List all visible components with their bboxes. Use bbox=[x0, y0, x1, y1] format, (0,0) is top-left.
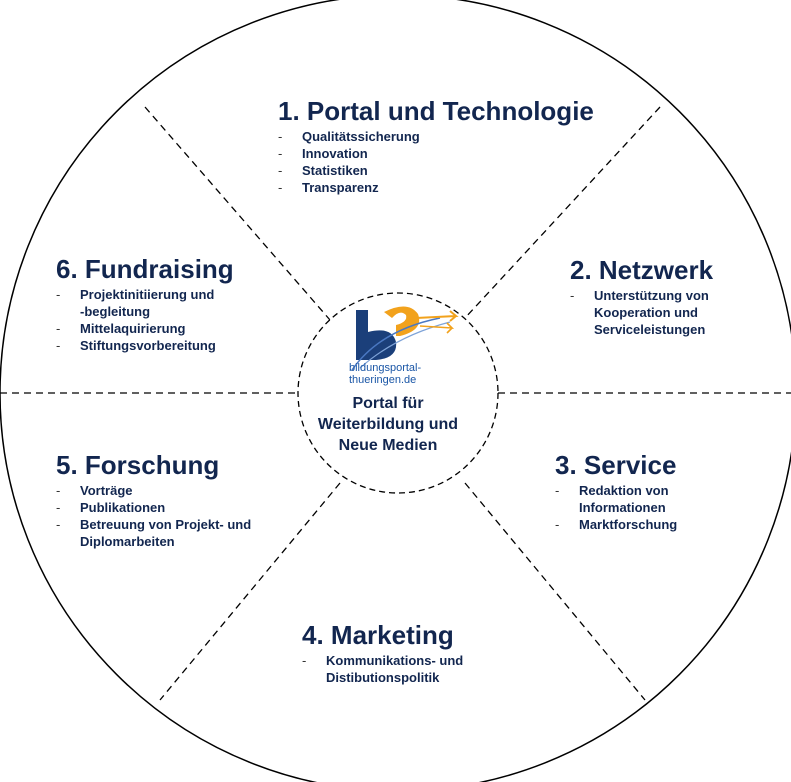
segment-title: 3. Service bbox=[555, 450, 677, 480]
divider-line-lower-right bbox=[464, 482, 646, 701]
segment-list: Qualitätssicherung Innovation Statistike… bbox=[278, 128, 594, 196]
segment-fundraising: 6. Fundraising Projektinitiierung und -b… bbox=[56, 254, 234, 354]
logo-swoosh bbox=[351, 317, 441, 371]
segment-marketing: 4. Marketing Kommunikations- und Distibu… bbox=[302, 620, 463, 686]
list-item: Redaktion von Informationen bbox=[555, 482, 677, 516]
segment-portal-technologie: 1. Portal und Technologie Qualitätssiche… bbox=[278, 96, 594, 196]
logo-swoosh-2 bbox=[359, 321, 451, 369]
segment-title: 2. Netzwerk bbox=[570, 255, 714, 285]
list-item: Vorträge bbox=[56, 482, 251, 499]
logo-text: bildungsportal- thueringen.de bbox=[349, 362, 422, 386]
list-item: Projektinitiierung und -begleitung bbox=[56, 286, 234, 320]
list-item: Mittelaquirierung bbox=[56, 320, 234, 337]
segment-title: 6. Fundraising bbox=[56, 254, 234, 284]
center-title: Portal für Weiterbildung und Neue Medien bbox=[317, 395, 459, 454]
segment-service: 3. Service Redaktion von Informationen M… bbox=[555, 450, 677, 533]
segment-title: 1. Portal und Technologie bbox=[278, 96, 594, 126]
list-item: Qualitätssicherung bbox=[278, 128, 594, 145]
segment-netzwerk: 2. Netzwerk Unterstützung von Kooperatio… bbox=[570, 255, 713, 338]
list-item: Unterstützung von Kooperation und Servic… bbox=[570, 287, 713, 338]
divider-line-lower-left bbox=[159, 482, 341, 701]
list-item: Statistiken bbox=[278, 162, 594, 179]
logo-letter-b bbox=[356, 310, 397, 360]
list-item: Transparenz bbox=[278, 179, 594, 196]
segment-title: 4. Marketing bbox=[302, 620, 454, 650]
list-item: Stiftungsvorbereitung bbox=[56, 337, 234, 354]
segment-list: Kommunikations- und Distibutionspolitik bbox=[302, 652, 463, 686]
segment-list: Unterstützung von Kooperation und Servic… bbox=[570, 287, 713, 338]
bildungsportal-logo bbox=[351, 306, 459, 371]
list-item: Kommunikations- und Distibutionspolitik bbox=[302, 652, 463, 686]
list-item: Betreuung von Projekt- und Diplomarbeite… bbox=[56, 516, 251, 550]
segment-forschung: 5. Forschung Vorträge Publikationen Betr… bbox=[56, 450, 251, 550]
logo-arrow-2 bbox=[419, 322, 455, 334]
segment-title: 5. Forschung bbox=[56, 450, 220, 480]
inner-circle bbox=[297, 292, 499, 494]
list-item: Marktforschung bbox=[555, 516, 677, 533]
segment-list: Redaktion von Informationen Marktforschu… bbox=[555, 482, 677, 533]
list-item: Innovation bbox=[278, 145, 594, 162]
segment-list: Projektinitiierung und -begleitung Mitte… bbox=[56, 286, 234, 354]
logo-arrow bbox=[415, 310, 459, 322]
segment-list: Vorträge Publikationen Betreuung von Pro… bbox=[56, 482, 251, 550]
logo-letter-p bbox=[384, 306, 420, 336]
list-item: Publikationen bbox=[56, 499, 251, 516]
